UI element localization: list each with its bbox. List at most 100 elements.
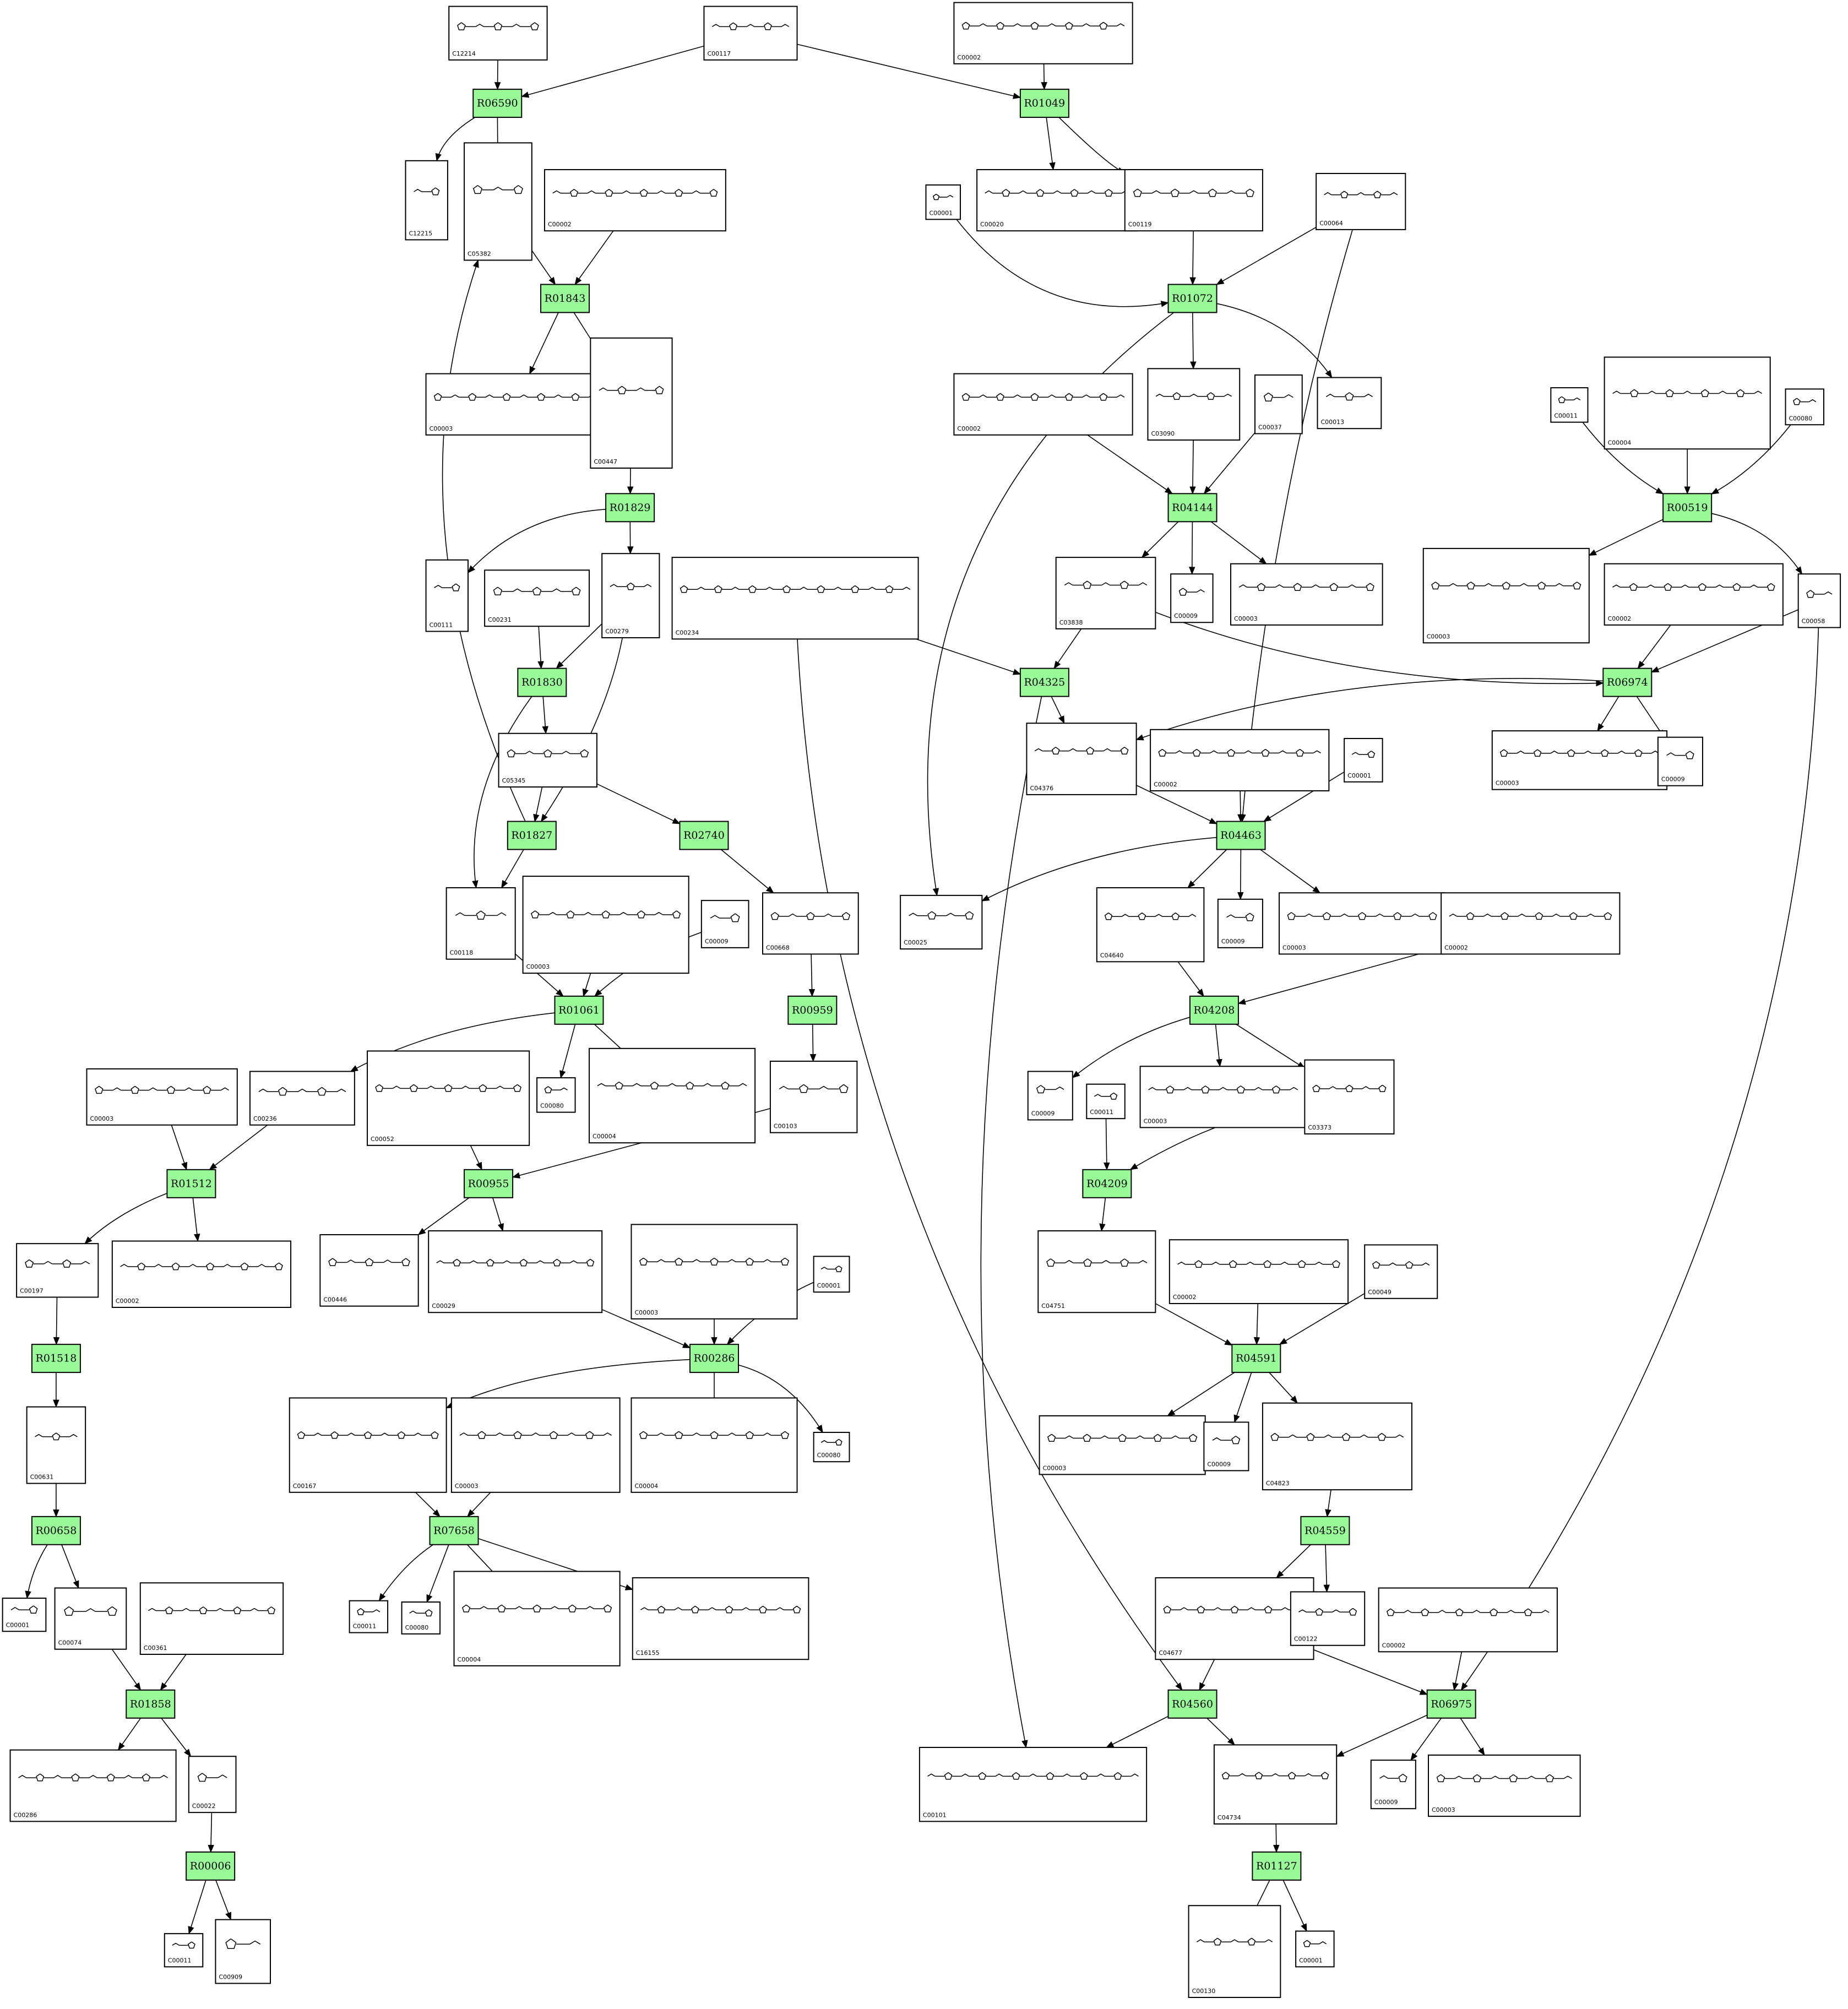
compound-box[interactable] [1550,387,1589,423]
compound-box[interactable] [1364,1244,1438,1299]
compound-node[interactable]: C00447 [590,337,673,469]
reaction-node[interactable]: R01830 [517,667,567,697]
compound-node[interactable]: C03838 [1055,557,1156,629]
compound-node[interactable]: C00279 [601,553,660,639]
reaction-node[interactable]: R04560 [1167,1689,1217,1719]
compound-node[interactable]: C00004 [631,1397,798,1493]
compound-node[interactable]: C00029 [428,1230,603,1313]
compound-node[interactable]: C00002 [1150,729,1330,791]
compound-node[interactable]: C00002 [953,373,1133,436]
reaction-node[interactable]: R01512 [166,1169,216,1198]
compound-box[interactable] [1785,388,1824,426]
compound-node[interactable]: C03373 [1304,1059,1395,1134]
reaction-box[interactable] [1300,1516,1350,1545]
compound-box[interactable] [1254,374,1303,435]
compound-box[interactable] [26,1406,86,1484]
compound-box[interactable] [1422,547,1590,644]
compound-node[interactable]: C00003 [631,1224,798,1320]
compound-box[interactable] [918,1747,1148,1822]
compound-box[interactable] [1217,898,1263,948]
compound-box[interactable] [405,160,448,241]
compound-node[interactable]: C00080 [1785,388,1824,426]
compound-box[interactable] [900,894,983,950]
compound-box[interactable] [1150,729,1330,791]
compound-node[interactable]: C00231 [484,569,590,627]
compound-node[interactable]: C00002 [1441,892,1621,955]
compound-node[interactable]: C00020 [976,169,1138,232]
reaction-node[interactable]: R00006 [186,1851,236,1881]
compound-box[interactable] [813,1431,850,1463]
compound-box[interactable] [1203,1421,1249,1472]
compound-box[interactable] [484,569,590,627]
compound-box[interactable] [762,892,859,955]
compound-node[interactable]: C00001 [925,184,961,220]
compound-box[interactable] [813,1256,850,1293]
reaction-node[interactable]: R04209 [1082,1169,1132,1198]
reaction-box[interactable] [517,667,567,697]
compound-box[interactable] [536,1077,576,1113]
compound-box[interactable] [464,142,532,261]
compound-node[interactable]: C00117 [703,6,798,61]
compound-box[interactable] [448,6,548,61]
compound-box[interactable] [249,1071,355,1126]
reaction-box[interactable] [1189,995,1239,1025]
compound-box[interactable] [1096,887,1205,963]
compound-box[interactable] [139,1582,284,1655]
compound-box[interactable] [1139,1066,1307,1128]
reaction-box[interactable] [1167,284,1217,313]
compound-node[interactable]: C00002 [1378,1587,1558,1653]
compound-box[interactable] [1155,1577,1314,1660]
reaction-node[interactable]: R04208 [1189,995,1239,1025]
compound-node[interactable]: C00049 [1364,1244,1438,1299]
compound-node[interactable]: C00003 [1139,1066,1307,1128]
compound-box[interactable] [86,1068,238,1126]
reaction-node[interactable]: R04463 [1216,821,1266,850]
reaction-node[interactable]: R04559 [1300,1516,1350,1545]
compound-node[interactable]: C00003 [1279,892,1446,955]
compound-node[interactable]: C00002 [111,1240,292,1308]
reaction-node[interactable]: R01827 [507,821,557,850]
reaction-box[interactable] [126,1689,176,1719]
compound-node[interactable]: C00167 [289,1397,447,1493]
compound-box[interactable] [1188,1905,1281,1998]
reaction-node[interactable]: R00955 [464,1169,514,1198]
reaction-box[interactable] [472,89,523,118]
compound-box[interactable] [16,1243,99,1298]
compound-box[interactable] [601,553,660,639]
compound-node[interactable]: C00002 [543,169,726,232]
reaction-node[interactable]: R06975 [1426,1689,1476,1719]
compound-box[interactable] [1124,169,1263,232]
compound-node[interactable]: C00058 [1797,573,1841,628]
compound-box[interactable] [769,1060,858,1133]
compound-node[interactable]: C00003 [1428,1754,1581,1817]
compound-node[interactable]: C00004 [589,1047,756,1144]
compound-box[interactable] [1039,1415,1206,1475]
reaction-node[interactable]: R04591 [1231,1344,1281,1373]
reaction-node[interactable]: R04144 [1167,493,1217,523]
compound-box[interactable] [2,1598,47,1632]
compound-box[interactable] [1170,573,1214,623]
compound-node[interactable]: C05382 [464,142,532,261]
compound-box[interactable] [319,1234,419,1307]
reaction-node[interactable]: R06590 [472,89,523,118]
compound-box[interactable] [188,1756,237,1813]
reaction-node[interactable]: R01072 [1167,284,1217,313]
reaction-node[interactable]: R00286 [689,1344,740,1373]
compound-box[interactable] [215,1919,271,1984]
reaction-node[interactable]: R00519 [1662,493,1713,523]
reaction-node[interactable]: R06974 [1602,667,1653,697]
compound-box[interactable] [925,184,961,220]
compound-node[interactable]: C00197 [16,1243,99,1298]
reaction-node[interactable]: R07658 [429,1516,479,1545]
compound-box[interactable] [9,1749,177,1822]
compound-box[interactable] [289,1397,447,1493]
compound-node[interactable]: C00013 [1317,377,1382,430]
reaction-box[interactable] [554,995,604,1025]
compound-node[interactable]: C00003 [1039,1415,1206,1475]
compound-node[interactable]: C00001 [813,1256,850,1293]
compound-box[interactable] [589,1047,756,1144]
reaction-box[interactable] [429,1516,479,1545]
reaction-node[interactable]: R01843 [540,284,590,313]
compound-node[interactable]: C12214 [448,6,548,61]
compound-box[interactable] [450,1397,621,1493]
